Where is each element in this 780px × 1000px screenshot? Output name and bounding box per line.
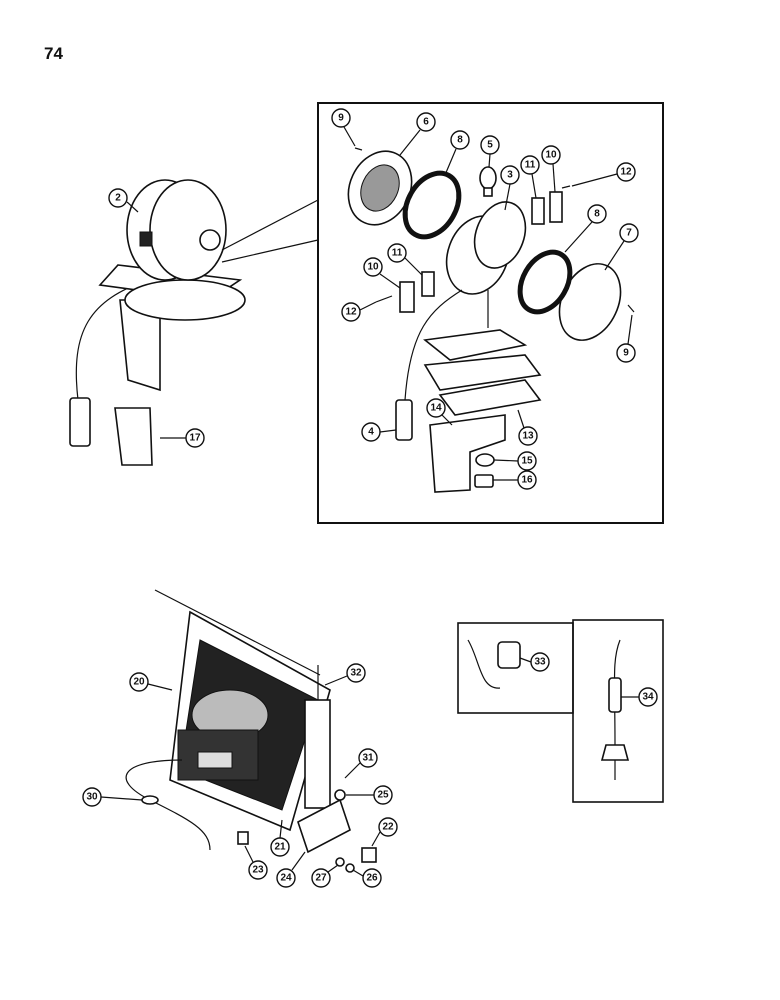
svg-text:14: 14	[430, 403, 442, 414]
svg-text:15: 15	[521, 456, 533, 467]
callout-27: 27	[311, 868, 331, 888]
svg-text:8: 8	[594, 209, 600, 220]
svg-text:22: 22	[382, 822, 394, 833]
svg-text:6: 6	[423, 117, 429, 128]
callout-20: 20	[129, 672, 149, 692]
svg-text:9: 9	[338, 113, 344, 124]
callout-22: 22	[378, 817, 398, 837]
svg-text:4: 4	[368, 427, 374, 438]
exploded-lamp-parts	[347, 147, 635, 493]
svg-text:26: 26	[366, 873, 378, 884]
svg-text:12: 12	[620, 167, 632, 178]
callout-25: 25	[373, 785, 393, 805]
svg-text:27: 27	[315, 873, 327, 884]
lamp-assembly	[69, 179, 246, 447]
callout-8-left: 8	[450, 130, 470, 150]
callout-16: 16	[517, 470, 537, 490]
svg-text:34: 34	[642, 692, 654, 703]
svg-text:32: 32	[350, 668, 362, 679]
callout-23: 23	[248, 860, 268, 880]
svg-text:16: 16	[521, 475, 533, 486]
svg-text:31: 31	[362, 753, 374, 764]
callout-21: 21	[270, 837, 290, 857]
svg-text:20: 20	[133, 677, 145, 688]
callout-24: 24	[276, 868, 296, 888]
svg-text:3: 3	[507, 170, 513, 181]
svg-text:11: 11	[525, 160, 536, 171]
clip-part-17	[114, 407, 186, 466]
page-number: 74	[44, 44, 63, 63]
svg-text:24: 24	[280, 873, 292, 884]
callout-10-left: 10	[363, 257, 383, 277]
svg-text:10: 10	[367, 262, 379, 273]
callout-11-left: 11	[387, 243, 407, 263]
svg-text:10: 10	[545, 150, 557, 161]
exploded-view-frame	[317, 102, 664, 524]
callout-34: 34	[638, 687, 658, 707]
svg-text:13: 13	[522, 431, 534, 442]
callout-32: 32	[346, 663, 366, 683]
callout-30: 30	[82, 787, 102, 807]
callout-7: 7	[619, 223, 639, 243]
callout-6: 6	[416, 112, 436, 132]
svg-text:5: 5	[487, 140, 493, 151]
cab-unit-assembly	[125, 589, 377, 873]
callout-5: 5	[480, 135, 500, 155]
callout-33: 33	[530, 652, 550, 672]
svg-text:23: 23	[252, 865, 264, 876]
callout-8-right: 8	[587, 204, 607, 224]
svg-text:17: 17	[189, 433, 201, 444]
callout-9-bottom: 9	[616, 343, 636, 363]
callout-15: 15	[517, 451, 537, 471]
callout-26: 26	[362, 868, 382, 888]
callout-13: 13	[518, 426, 538, 446]
callout-14: 14	[426, 398, 446, 418]
svg-text:25: 25	[377, 790, 389, 801]
callout-12-left: 12	[341, 302, 361, 322]
svg-text:7: 7	[626, 228, 632, 239]
callout-2: 2	[108, 188, 128, 208]
callout-9-top: 9	[331, 108, 351, 128]
callout-10-top: 10	[541, 145, 561, 165]
callout-4: 4	[361, 422, 381, 442]
svg-text:33: 33	[534, 657, 546, 668]
svg-text:8: 8	[457, 135, 463, 146]
callout-3: 3	[500, 165, 520, 185]
callout-12-right: 12	[616, 162, 636, 182]
svg-text:12: 12	[345, 307, 357, 318]
callout-11-top: 11	[520, 155, 540, 175]
callout-17: 17	[185, 428, 205, 448]
svg-text:21: 21	[274, 842, 286, 853]
svg-text:9: 9	[623, 348, 629, 359]
callout-31: 31	[358, 748, 378, 768]
accessory-boxes	[457, 619, 664, 803]
svg-text:2: 2	[115, 193, 121, 204]
svg-text:30: 30	[86, 792, 98, 803]
svg-text:11: 11	[392, 248, 403, 259]
